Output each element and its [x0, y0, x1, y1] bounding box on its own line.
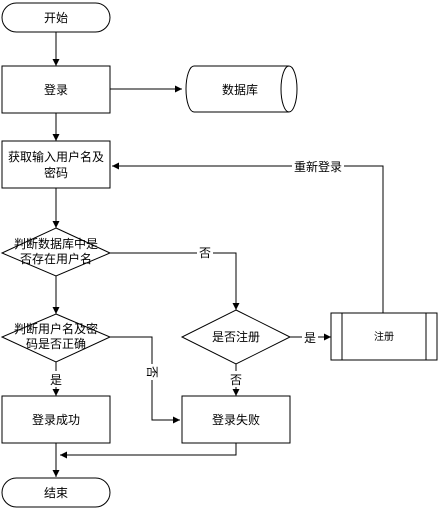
node-start-label: 开始	[44, 11, 68, 25]
node-login: 登录	[1, 65, 111, 114]
node-success: 登录成功	[1, 395, 111, 444]
node-start: 开始	[1, 2, 111, 33]
node-end: 结束	[1, 477, 111, 508]
node-end-label: 结束	[44, 486, 68, 500]
edge-label-reg-yes: 是	[304, 331, 316, 345]
node-input-label-line2: 密码	[44, 165, 68, 180]
edge-fail-end	[60, 443, 237, 459]
edge-label-user-no: 否	[199, 246, 211, 260]
edge-labels: 重新登录 否 是 否 是 否	[48, 158, 344, 387]
node-fail-label: 登录失败	[212, 412, 260, 427]
node-check-user: 判断数据库中是 否存在用户名	[0, 227, 112, 277]
node-is-registered-label: 是否注册	[212, 329, 260, 344]
node-check-pwd: 判断用户名及密 码是否正确	[0, 313, 112, 363]
edge-label-relogin: 重新登录	[294, 159, 342, 174]
node-success-label: 登录成功	[32, 412, 80, 427]
node-check-user-label-line2: 否存在用户名	[20, 251, 92, 266]
node-database: 数据库	[185, 65, 298, 113]
edges	[52, 32, 384, 477]
edge-checkuser-no	[110, 252, 240, 310]
node-database-label: 数据库	[222, 82, 258, 97]
node-fail: 登录失败	[181, 395, 291, 444]
edge-register-relogin	[112, 162, 384, 313]
node-check-user-label-line1: 判断数据库中是	[14, 236, 98, 251]
node-input: 获取输入用户名及 密码	[1, 140, 111, 189]
edge-label-pwd-no: 否	[145, 366, 159, 378]
node-check-pwd-label-line2: 码是否正确	[26, 337, 86, 351]
node-register: 注册	[330, 312, 438, 361]
node-check-pwd-label-line1: 判断用户名及密	[14, 321, 98, 336]
node-is-registered: 是否注册	[180, 309, 292, 365]
edge-label-pwd-yes: 是	[50, 373, 62, 387]
edge-label-reg-no: 否	[230, 373, 242, 387]
node-register-label: 注册	[374, 330, 394, 343]
node-input-label-line1: 获取输入用户名及	[8, 149, 104, 164]
node-login-label: 登录	[44, 82, 68, 97]
